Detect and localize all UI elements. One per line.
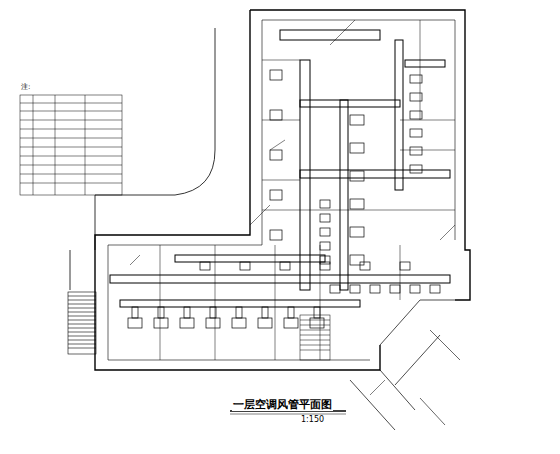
building-wall — [350, 300, 455, 430]
fan-coil-units — [128, 70, 440, 328]
stair-block — [68, 292, 96, 354]
note-label: 1:150 — [300, 416, 325, 425]
building-wall — [420, 330, 460, 425]
drawing-title: 一层空调风管平面图 — [232, 399, 333, 411]
site-boundary — [70, 250, 71, 290]
building-wall — [95, 10, 470, 370]
partition — [160, 20, 455, 360]
air-duct — [280, 30, 450, 290]
building-wall — [108, 20, 455, 360]
air-duct — [110, 255, 450, 307]
note-label: 注: — [20, 84, 31, 92]
site-boundary — [95, 28, 215, 250]
leader-line — [130, 20, 455, 395]
title-underline — [230, 414, 346, 415]
notes-table — [20, 95, 122, 195]
